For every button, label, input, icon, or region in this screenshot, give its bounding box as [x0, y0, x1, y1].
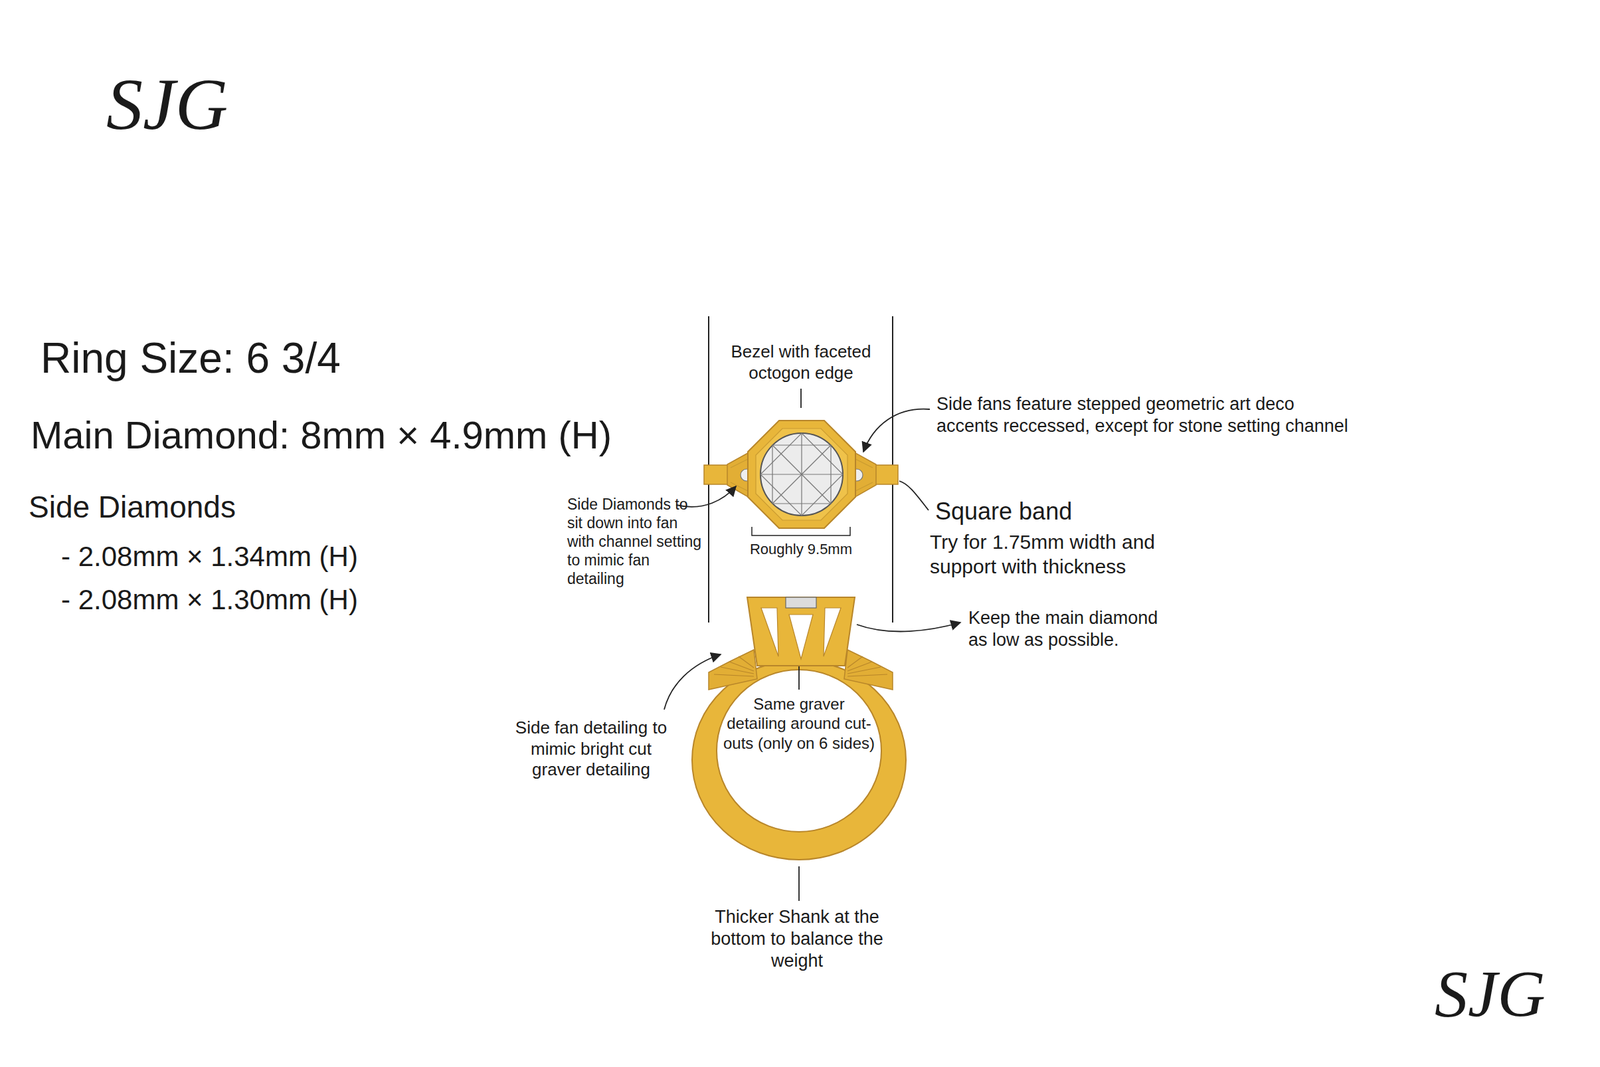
leader-line	[798, 866, 800, 901]
annotation: Square band	[935, 496, 1072, 527]
annotation: Try for 1.75mm width and support with th…	[929, 530, 1216, 579]
main-diamond-profile	[785, 597, 817, 608]
annotation: Same graver detailing around cut-outs (o…	[721, 694, 877, 753]
annotation: Thicker Shank at the bottom to balance t…	[702, 905, 892, 972]
octagon-bezel	[747, 420, 856, 529]
spec-heading: Side Diamonds	[28, 488, 236, 526]
spec-heading: Ring Size: 6 3/4	[40, 332, 341, 384]
annotation: Side Diamonds to sit down into fan with …	[567, 494, 705, 588]
leader-arrow	[856, 622, 961, 631]
signature: SJG	[106, 59, 228, 149]
setting-head	[747, 597, 855, 666]
annotation: Side fans feature stepped geometric art …	[936, 393, 1349, 438]
signature: SJG	[1434, 953, 1546, 1035]
spec-line: - 2.08mm × 1.30mm (H)	[61, 582, 358, 617]
leader-line	[798, 666, 800, 690]
annotation: Bezel with faceted octogon edge	[713, 341, 889, 384]
spec-heading: Main Diamond: 8mm × 4.9mm (H)	[30, 411, 612, 459]
leader-line	[800, 388, 802, 408]
dimension-bracket	[751, 526, 851, 536]
dimension-label: Roughly 9.5mm	[734, 540, 868, 559]
leader-arrow	[863, 409, 930, 452]
annotation: Keep the main diamond as low as possible…	[968, 607, 1175, 651]
leader-arrow	[664, 654, 721, 710]
leader-line	[899, 480, 929, 511]
annotation: Side fan detailing to mimic bright cut g…	[504, 717, 679, 781]
ring-shank	[692, 660, 906, 860]
side-fan-profile	[844, 649, 893, 690]
spec-line: - 2.08mm × 1.34mm (H)	[61, 539, 358, 574]
main-diamond	[760, 433, 843, 516]
